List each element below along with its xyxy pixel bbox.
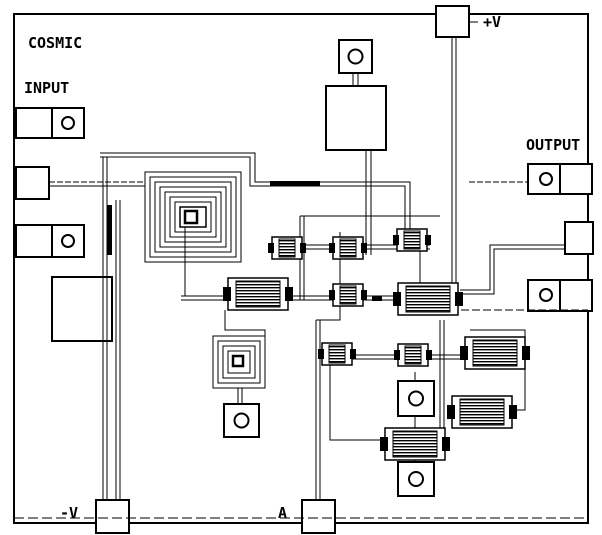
thin-film-resistors bbox=[107, 181, 382, 301]
a-label: A bbox=[278, 504, 288, 522]
a-pad bbox=[301, 499, 336, 534]
input-ground-pad bbox=[15, 166, 50, 200]
input-pad bbox=[15, 107, 85, 139]
output-pad-2 bbox=[527, 279, 593, 312]
output-pad bbox=[527, 163, 593, 195]
via-pad-center-1 bbox=[397, 380, 435, 417]
interconnect-traces bbox=[14, 21, 588, 519]
input-pad-2 bbox=[15, 224, 85, 258]
plus-v-pad bbox=[435, 5, 470, 38]
via-pad-left bbox=[223, 403, 260, 438]
minus-v-pad bbox=[95, 499, 130, 534]
chip-title: COSMIC bbox=[28, 34, 83, 52]
small-spiral-inductor bbox=[212, 335, 266, 389]
chip-border bbox=[13, 13, 589, 524]
plus-v-label: +V bbox=[483, 13, 502, 31]
large-transistors bbox=[222, 277, 531, 461]
left-capacitor bbox=[51, 276, 113, 342]
top-capacitor bbox=[325, 85, 387, 151]
via-pad-center-2 bbox=[397, 461, 435, 497]
output-ground-pad bbox=[564, 221, 594, 255]
output-label: OUTPUT bbox=[526, 136, 581, 154]
top-via-pad bbox=[338, 39, 373, 74]
input-label: INPUT bbox=[24, 79, 70, 97]
large-spiral-inductor bbox=[144, 171, 242, 263]
minus-v-label: -V bbox=[60, 504, 79, 522]
